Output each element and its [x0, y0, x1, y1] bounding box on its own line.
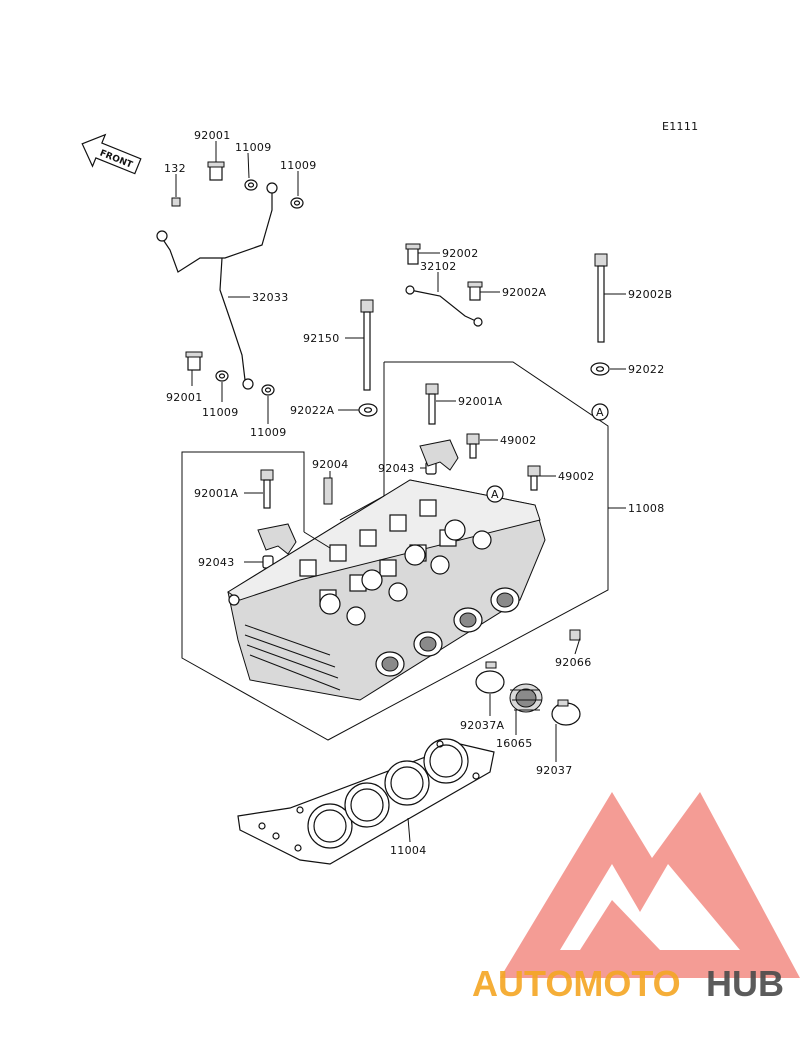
label-92150: 92150 — [303, 332, 340, 345]
callout-a-2: A — [486, 485, 504, 503]
watermark-logo: AUTOMOTO HUB — [472, 792, 800, 1004]
label-92066: 92066 — [555, 656, 592, 669]
watermark-text-1: AUTOMOTO — [472, 963, 681, 1004]
oil-pipe-assembly — [156, 161, 304, 396]
label-92043-a: 92043 — [378, 462, 415, 475]
watermark-text-2: HUB — [706, 963, 784, 1004]
bracket-lines — [181, 361, 609, 741]
label-11004: 11004 — [390, 844, 427, 857]
label-11009-c: 11009 — [202, 406, 239, 419]
label-92001-top: 92001 — [194, 129, 231, 142]
label-92037A: 92037A — [460, 719, 504, 732]
label-49002-a: 49002 — [500, 434, 537, 447]
label-92043-b: 92043 — [198, 556, 235, 569]
label-32102: 32102 — [420, 260, 457, 273]
svg-text:A: A — [491, 488, 499, 501]
label-92002A: 92002A — [502, 286, 546, 299]
label-32033: 32033 — [252, 291, 289, 304]
label-11009-a: 11009 — [235, 141, 272, 154]
head-gasket-11004 — [237, 738, 495, 865]
label-92022A: 92022A — [290, 404, 334, 417]
cylinder-head-11008 — [227, 479, 546, 701]
plug-49002-b — [527, 465, 541, 491]
stud-92150 — [360, 299, 374, 391]
label-92037: 92037 — [536, 764, 573, 777]
part-labels: 92001 11009 11009 132 32033 92001 11009 … — [164, 129, 672, 857]
washer-92022A — [358, 403, 378, 417]
label-92002B: 92002B — [628, 288, 672, 301]
clamp-92037A — [475, 661, 505, 694]
label-49002-b: 49002 — [558, 470, 595, 483]
stud-92004 — [323, 477, 333, 505]
leader-lines — [175, 141, 626, 843]
cap-blocks — [257, 439, 459, 555]
clamp-92037 — [551, 699, 581, 726]
long-bolt-92002B — [594, 253, 608, 343]
holder-16065 — [509, 683, 543, 713]
plug-49002-a — [466, 433, 480, 459]
svg-text:A: A — [596, 406, 604, 419]
label-132: 132 — [164, 162, 186, 175]
label-92022: 92022 — [628, 363, 665, 376]
pipe-32102 — [405, 243, 483, 327]
front-arrow-icon: FRONT — [81, 133, 142, 175]
callout-a-1: A — [591, 403, 609, 421]
label-92004: 92004 — [312, 458, 349, 471]
label-92002: 92002 — [442, 247, 479, 260]
diagram-code: E1111 — [662, 120, 698, 133]
label-11008: 11008 — [628, 502, 665, 515]
bolt-92001A-right — [425, 383, 439, 425]
label-11009-b: 11009 — [280, 159, 317, 172]
plug-92066 — [569, 629, 581, 641]
label-92001-low: 92001 — [166, 391, 203, 404]
washer-92022 — [590, 362, 610, 376]
bolt-92001A-left — [260, 469, 274, 509]
label-92001A-a: 92001A — [458, 395, 502, 408]
label-16065: 16065 — [496, 737, 533, 750]
label-11009-d: 11009 — [250, 426, 287, 439]
label-92001A-b: 92001A — [194, 487, 238, 500]
